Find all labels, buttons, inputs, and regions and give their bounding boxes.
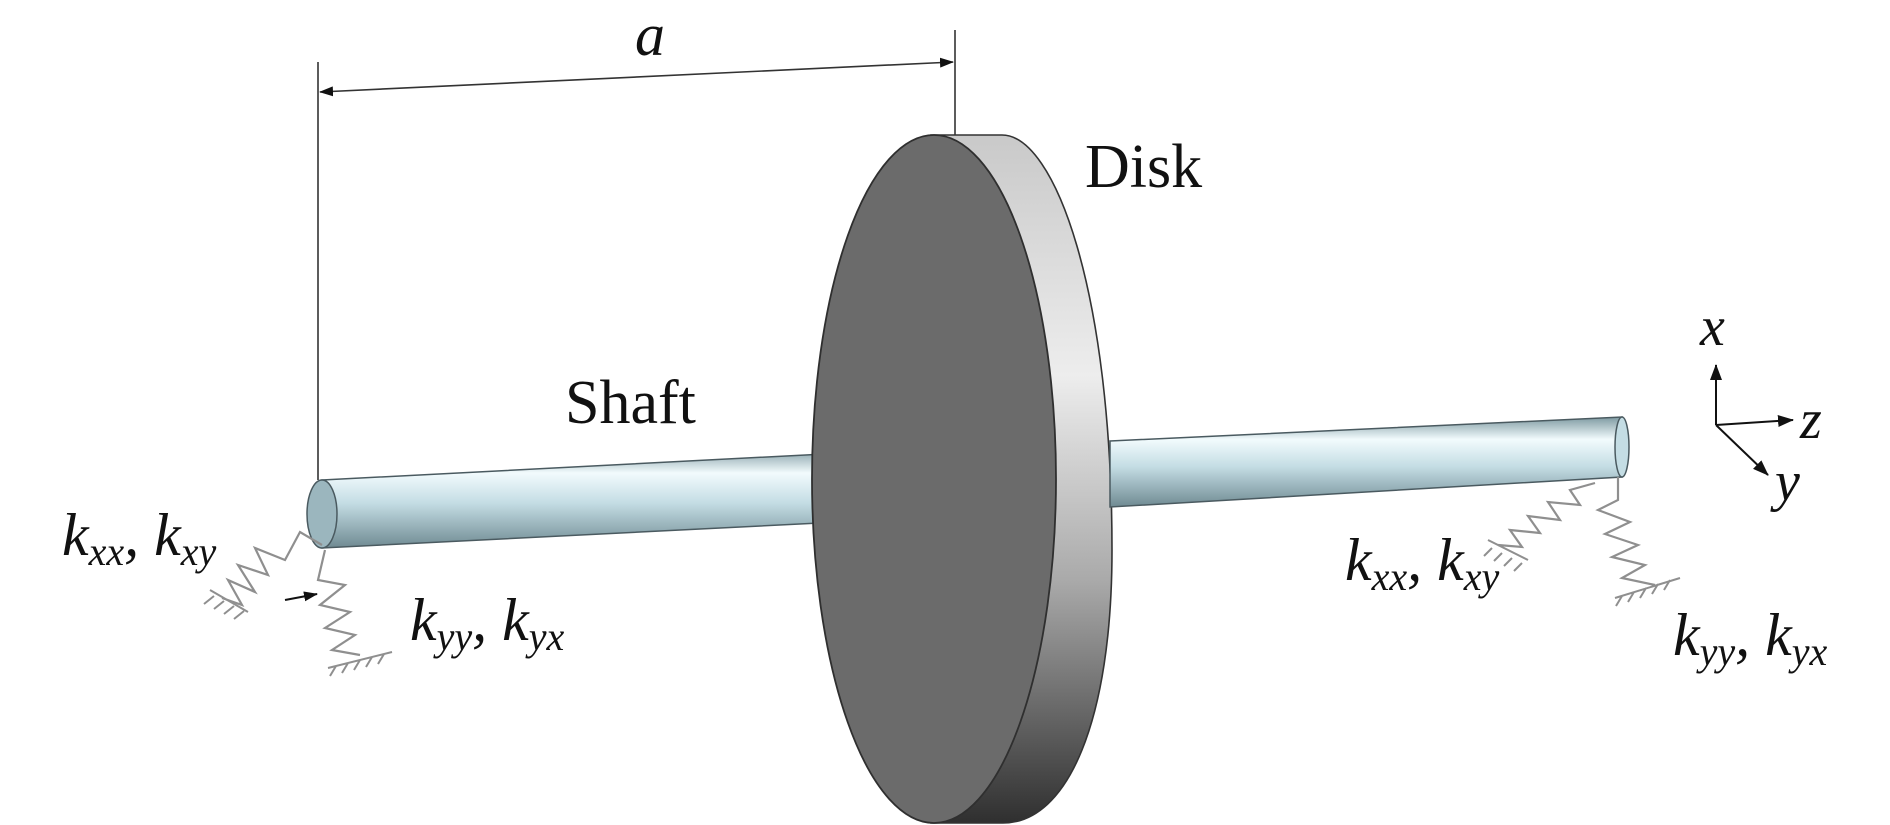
dimension-label: a [635,2,665,68]
z-axis-arrow [1715,414,1794,427]
y-axis-label: y [1770,451,1800,513]
dimension-a: a [317,2,956,480]
right-spring-yy [1595,477,1656,587]
right-kxx-kxy-label: kxx, kxy [1345,527,1500,599]
x-axis-label: x [1699,296,1725,358]
shaft-left-end [306,479,338,549]
left-kxx-kxy-label: kxx, kxy [62,502,217,574]
right-kyy-kyx-label: kyy, kyx [1673,602,1828,674]
right-bearing [1483,477,1681,607]
shaft-right [1109,416,1630,508]
left-kyy-kyx-label: kyy, kyx [410,587,565,659]
shaft-right-end [1614,416,1630,478]
left-bearing [203,530,393,677]
svg-text:kxx, kxy: kxx, kxy [62,502,217,574]
disk-face [811,134,1057,824]
svg-text:kxx, kxy: kxx, kxy [1345,527,1500,599]
svg-text:kyy, kyx: kyy, kyx [1673,602,1828,674]
disk-label: Disk [1085,133,1202,201]
right-spring-xx [1497,481,1596,549]
left-spring-xx [221,530,323,607]
coordinate-axes: x z y [1699,296,1822,513]
left-spring-yy [316,549,361,657]
svg-text:kyy, kyx: kyy, kyx [410,587,565,659]
dimension-arrow [319,57,954,97]
z-axis-label: z [1799,389,1822,451]
left-bearing-arrow [284,591,318,602]
y-axis-arrow [1715,424,1769,476]
shaft-label: Shaft [565,369,696,437]
disk [811,134,1113,824]
